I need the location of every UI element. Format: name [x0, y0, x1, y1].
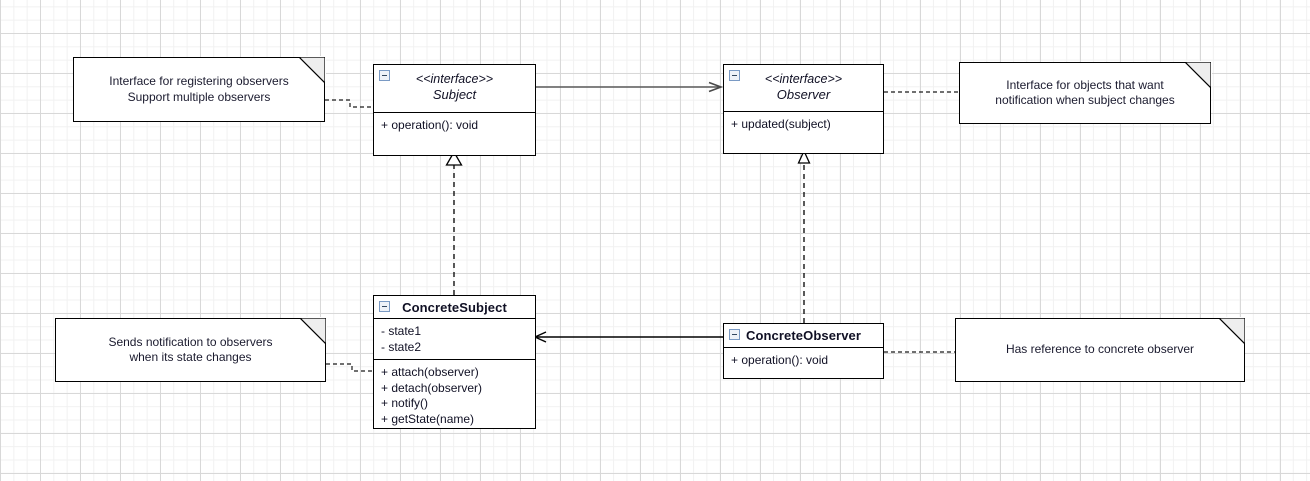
note-body	[73, 57, 325, 122]
note-text: Sends notification to observers when its…	[55, 318, 326, 382]
note-link-concrete-subject	[326, 363, 374, 372]
note-body	[55, 318, 326, 382]
operations-compartment: + attach(observer) + detach(observer) + …	[374, 359, 535, 433]
realization-concretesubject-subject	[445, 150, 463, 295]
note-line: Interface for objects that want	[1006, 77, 1164, 92]
note-line: when its state changes	[129, 350, 252, 364]
collapse-minus-icon[interactable]	[729, 70, 740, 81]
attribute-item: - state2	[381, 339, 422, 354]
operation-item: + detach(observer)	[381, 380, 483, 395]
note-fold-icon	[300, 318, 326, 344]
attributes-compartment: - state1 - state2	[374, 319, 535, 359]
note-fold-icon	[299, 57, 325, 83]
operations-compartment: + operation(): void	[374, 113, 535, 140]
note-concrete-subject[interactable]: Sends notification to observers when its…	[55, 317, 327, 382]
association-subject-observer	[536, 81, 724, 93]
class-header-concrete-subject: ConcreteSubject	[374, 296, 535, 319]
operation-item: + getState(name)	[381, 411, 475, 426]
note-line: Interface for registering observers	[109, 74, 289, 88]
class-box-subject[interactable]: <<interface>> Subject + operation(): voi…	[373, 64, 536, 156]
class-title: ConcreteObserver	[745, 328, 862, 343]
class-title: ConcreteSubject	[402, 300, 507, 315]
note-line: Support multiple observers	[127, 89, 271, 104]
note-line: Sends notification to observers	[108, 334, 273, 349]
note-line: Has reference to concrete observer	[1005, 342, 1195, 357]
class-header-subject: <<interface>> Subject	[374, 65, 535, 113]
operation-item: + operation(): void	[731, 353, 829, 367]
operations-compartment: + updated(subject)	[724, 112, 883, 139]
class-box-concrete-observer[interactable]: ConcreteObserver + operation(): void	[723, 323, 884, 379]
note-body	[959, 62, 1211, 124]
realization-concreteobserver-observer	[797, 149, 811, 323]
attribute-item: - state1	[381, 324, 422, 338]
collapse-minus-icon[interactable]	[379, 70, 390, 81]
collapse-minus-icon[interactable]	[379, 301, 390, 312]
note-text: Interface for registering observers Supp…	[73, 57, 325, 122]
note-concrete-observer[interactable]: Has reference to concrete observer	[955, 317, 1246, 382]
collapse-minus-icon[interactable]	[729, 329, 740, 340]
note-text: Has reference to concrete observer	[955, 318, 1245, 382]
class-stereotype: <<interface>>	[415, 72, 494, 86]
note-body	[955, 318, 1245, 382]
operations-compartment: + operation(): void	[724, 348, 883, 375]
class-header-observer: <<interface>> Observer	[724, 65, 883, 112]
association-concreteobserver-concretesubject	[533, 331, 724, 343]
note-fold-icon	[1185, 62, 1211, 88]
note-observer[interactable]: Interface for objects that want notifica…	[959, 61, 1212, 124]
class-box-observer[interactable]: <<interface>> Observer + updated(subject…	[723, 64, 884, 154]
operation-item: + updated(subject)	[731, 117, 831, 131]
note-subject[interactable]: Interface for registering observers Supp…	[73, 56, 326, 122]
operation-item: + attach(observer)	[381, 365, 479, 379]
operation-item: + notify()	[381, 396, 429, 410]
class-title: Observer	[776, 87, 831, 102]
class-box-concrete-subject[interactable]: ConcreteSubject - state1 - state2 + atta…	[373, 295, 536, 429]
operation-item: + operation(): void	[381, 118, 479, 132]
note-line: notification when subject changes	[995, 93, 1175, 107]
note-link-subject	[325, 99, 374, 108]
note-text: Interface for objects that want notifica…	[959, 62, 1211, 124]
class-stereotype: <<interface>>	[764, 72, 843, 86]
class-header-concrete-observer: ConcreteObserver	[724, 324, 883, 348]
class-title: Subject	[432, 87, 477, 102]
note-fold-icon	[1219, 318, 1245, 344]
